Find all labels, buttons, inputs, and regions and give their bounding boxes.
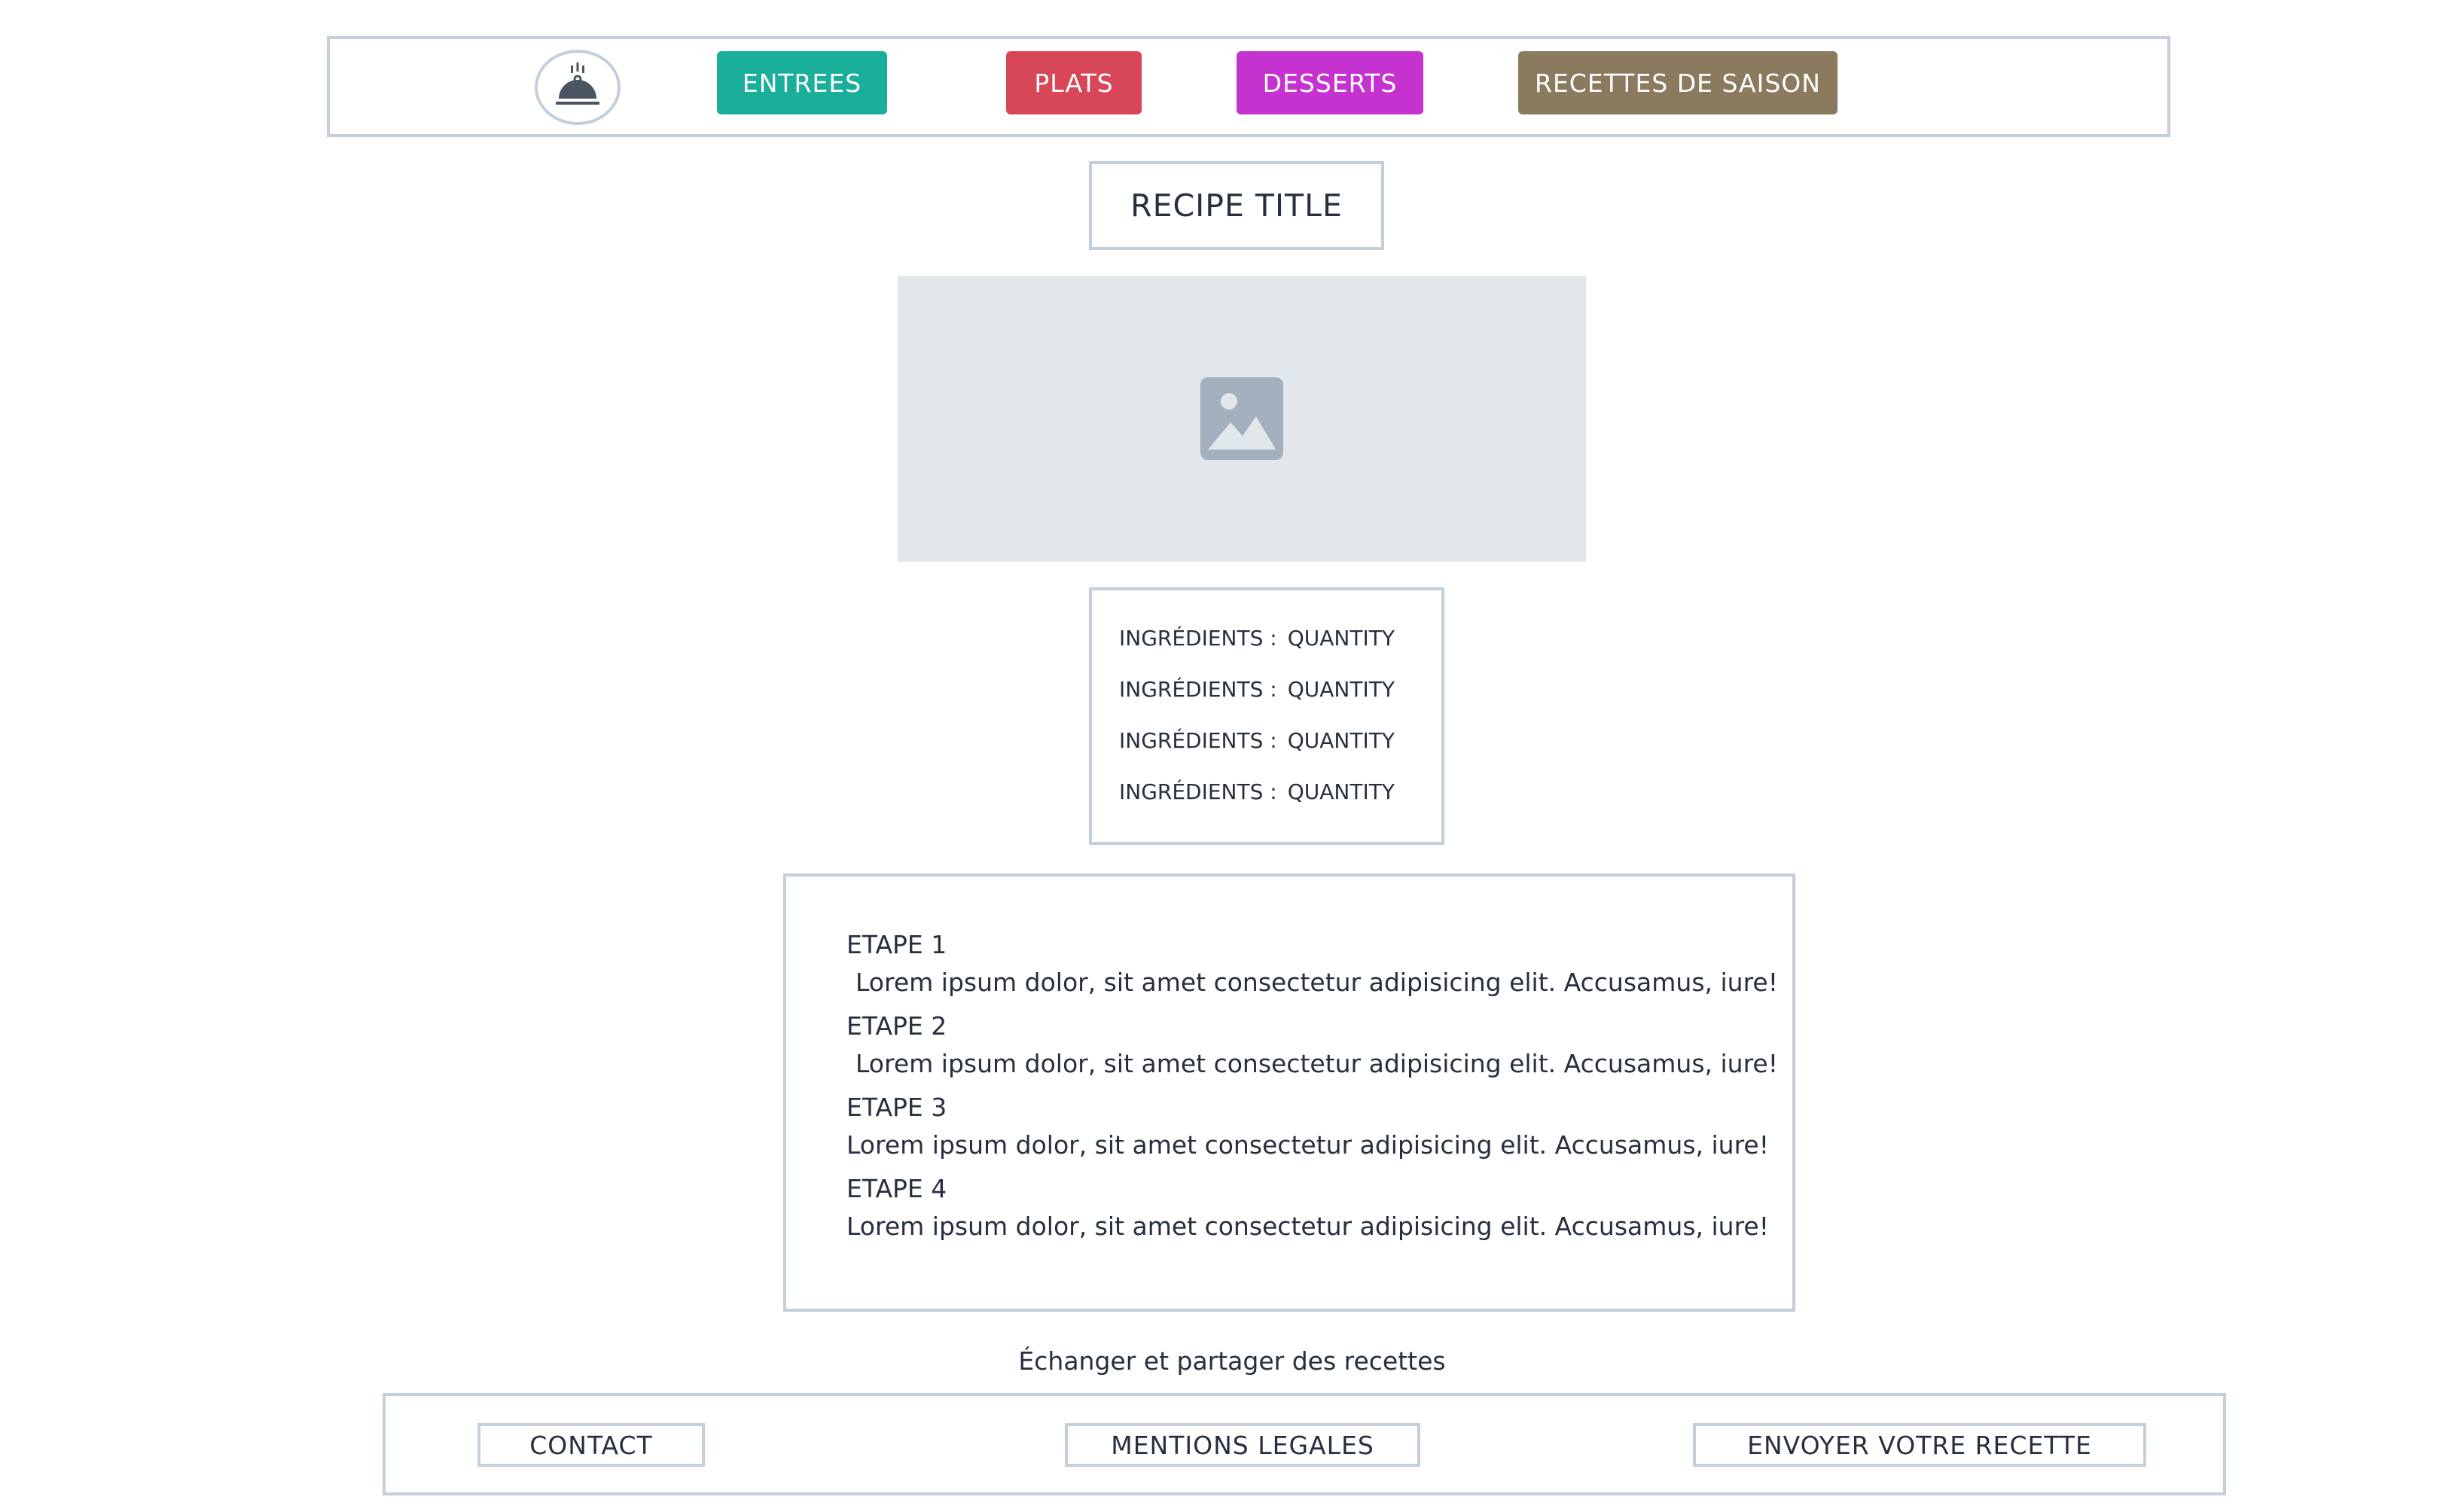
- step-title: ETAPE 3: [846, 1093, 947, 1122]
- ingredient-label: INGRÉDIENTS :: [1119, 779, 1277, 804]
- ingredient-item: INGRÉDIENTS : QUANTITY: [1119, 767, 1441, 818]
- steps-list: ETAPE 1 Lorem ipsum dolor, sit amet cons…: [783, 873, 1795, 1312]
- logo[interactable]: [535, 50, 621, 125]
- ingredient-quantity: QUANTITY: [1287, 728, 1395, 753]
- nav-plats-button[interactable]: PLATS: [1006, 51, 1142, 114]
- recipe-image: [898, 276, 1586, 562]
- nav-recettes-saison-button[interactable]: RECETTES DE SAISON: [1518, 51, 1838, 114]
- ingredient-label: INGRÉDIENTS :: [1119, 626, 1277, 651]
- image-placeholder-icon: [1200, 377, 1283, 460]
- step-title: ETAPE 2: [846, 1011, 947, 1041]
- nav-desserts-button[interactable]: DESSERTS: [1237, 51, 1423, 114]
- ingredient-item: INGRÉDIENTS : QUANTITY: [1119, 715, 1441, 767]
- step-text: Lorem ipsum dolor, sit amet consectetur …: [846, 1212, 1769, 1241]
- tagline: Échanger et partager des recettes: [1018, 1346, 1446, 1376]
- ingredient-quantity: QUANTITY: [1287, 677, 1395, 702]
- footer-envoyer-recette-link[interactable]: ENVOYER VOTRE RECETTE: [1693, 1423, 2146, 1467]
- step-item: ETAPE 4 Lorem ipsum dolor, sit amet cons…: [846, 1170, 1792, 1245]
- ingredient-quantity: QUANTITY: [1287, 779, 1395, 804]
- nav-entrees-button[interactable]: ENTREES: [717, 51, 887, 114]
- step-item: ETAPE 2 Lorem ipsum dolor, sit amet cons…: [846, 1007, 1792, 1083]
- ingredient-quantity: QUANTITY: [1287, 626, 1395, 651]
- step-item: ETAPE 3 Lorem ipsum dolor, sit amet cons…: [846, 1089, 1792, 1164]
- ingredient-label: INGRÉDIENTS :: [1119, 728, 1277, 753]
- ingredient-label: INGRÉDIENTS :: [1119, 677, 1277, 702]
- ingredients-list: INGRÉDIENTS : QUANTITY INGRÉDIENTS : QUANT…: [1089, 587, 1444, 845]
- footer-mentions-legales-link[interactable]: MENTIONS LEGALES: [1065, 1423, 1420, 1467]
- step-title: ETAPE 4: [846, 1174, 947, 1203]
- step-title: ETAPE 1: [846, 930, 947, 959]
- ingredient-item: INGRÉDIENTS : QUANTITY: [1119, 613, 1441, 664]
- cloche-icon: [556, 62, 599, 105]
- footer-contact-link[interactable]: CONTACT: [477, 1423, 705, 1467]
- step-text: Lorem ipsum dolor, sit amet consectetur …: [846, 1130, 1769, 1160]
- recipe-title: RECIPE TITLE: [1089, 161, 1384, 250]
- step-item: ETAPE 1 Lorem ipsum dolor, sit amet cons…: [846, 926, 1792, 1001]
- step-text: Lorem ipsum dolor, sit amet consectetur …: [855, 1049, 1778, 1078]
- step-text: Lorem ipsum dolor, sit amet consectetur …: [855, 968, 1778, 997]
- ingredient-item: INGRÉDIENTS : QUANTITY: [1119, 664, 1441, 715]
